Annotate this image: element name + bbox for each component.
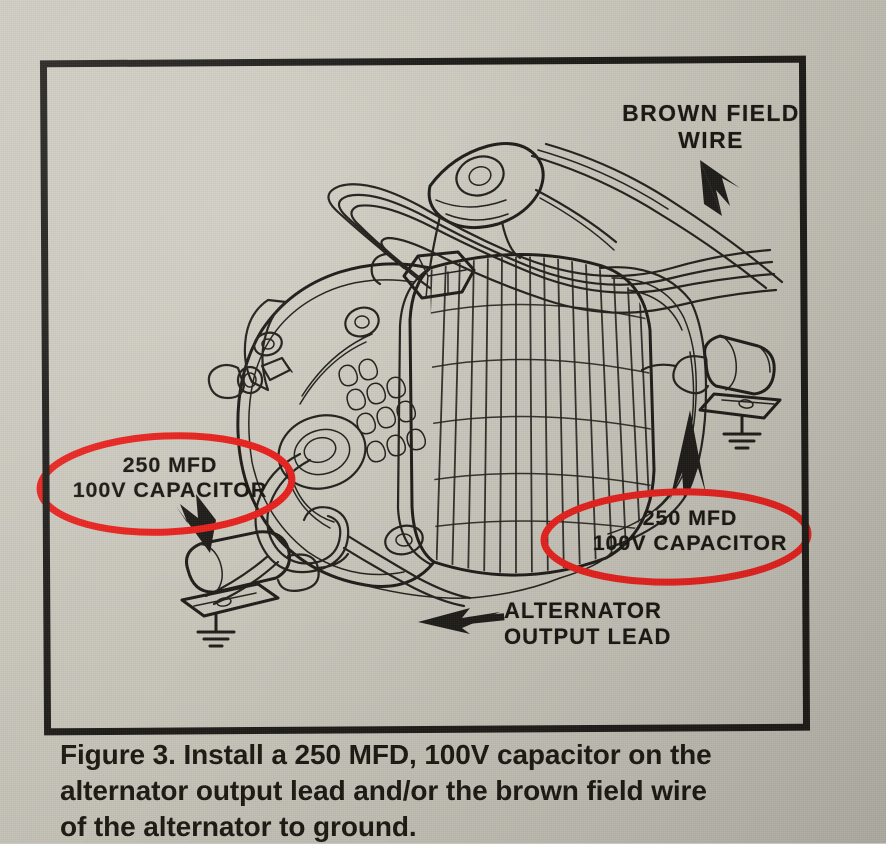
annotation-ellipse-left [36,432,296,536]
alternator-belt [530,142,784,290]
caption-line-3: of the alternator to ground. [60,810,417,842]
label-brown-field-wire: BROWN FIELD WIRE [622,100,800,154]
arrow-brown-field-wire [700,160,740,216]
capacitor-right [640,334,782,450]
annotation-ellipse-right [540,488,812,586]
alternator-terminal-studs [207,298,293,400]
arrow-alternator-output-lead [418,608,505,634]
alternator-top-mounting-ear [427,142,618,270]
label-capacitor-left: 250 MFD 100V CAPACITOR [72,453,268,503]
wire-harness [327,183,778,314]
ground-symbol-left [196,612,236,648]
ground-symbol-right [722,414,762,450]
alternator-base-contour [359,551,613,599]
arrow-capacitor-right [670,410,706,500]
caption-line-2: alternator output lead and/or the brown … [60,774,707,806]
housing-vent-slots [338,358,427,463]
figure-caption: Figure 3. Install a 250 MFD, 100V capaci… [60,737,850,844]
label-alternator-output-lead: ALTERNATOR OUTPUT LEAD [504,598,672,649]
caption-line-1: Figure 3. Install a 250 MFD, 100V capaci… [60,739,712,770]
capacitor-left [180,530,350,648]
label-capacitor-right: 250 MFD 100V CAPACITOR [592,506,788,556]
arrow-capacitor-left [176,494,216,553]
